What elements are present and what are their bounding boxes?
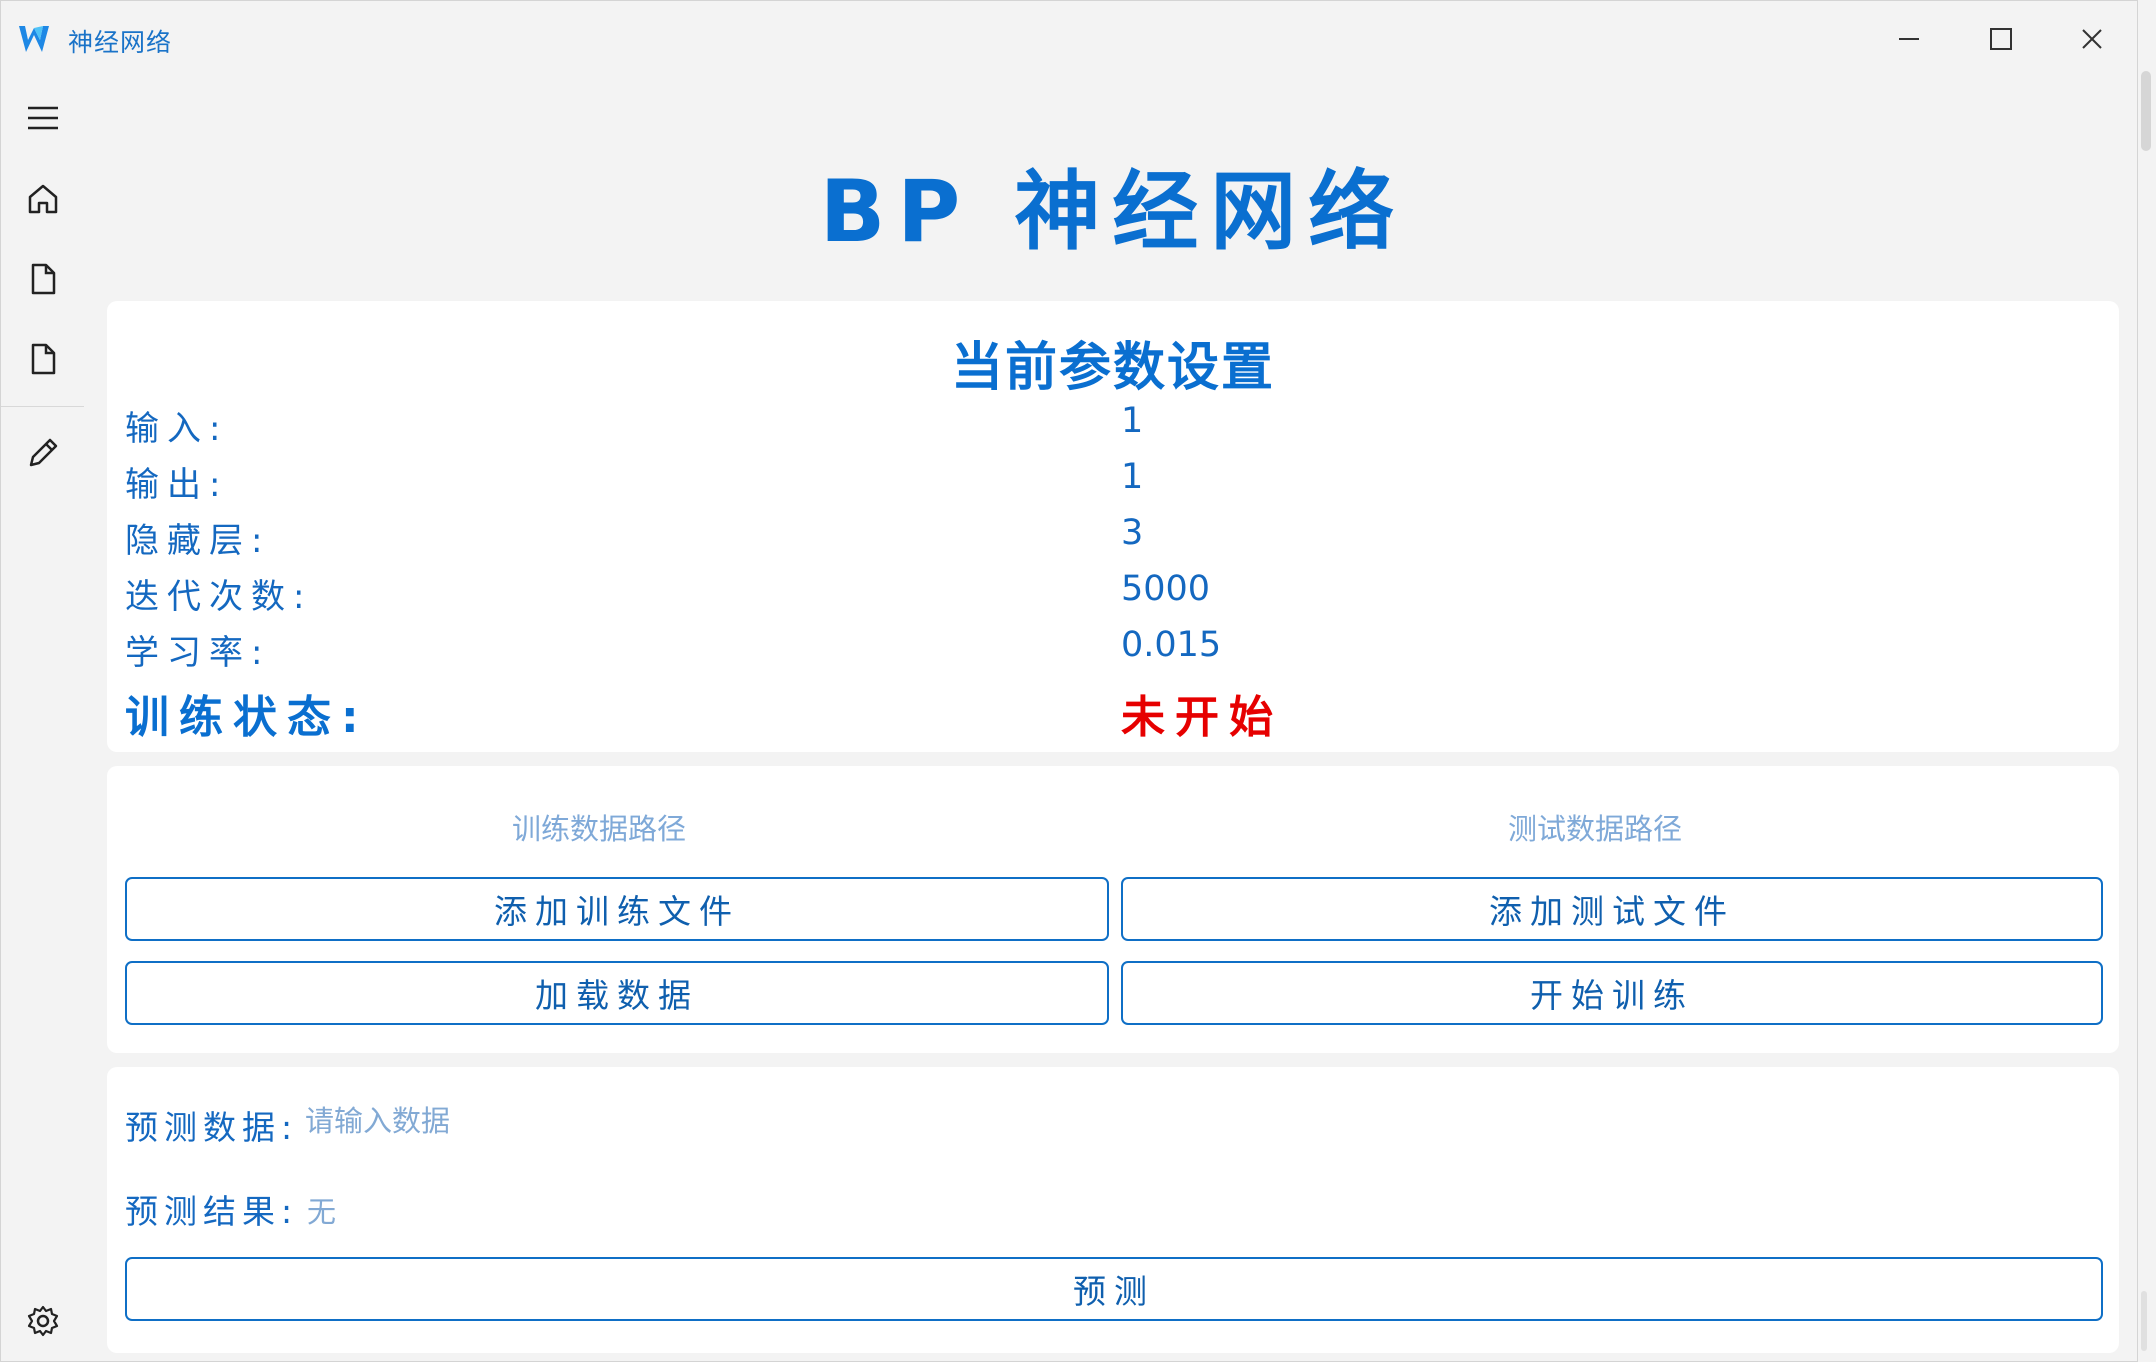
settings-button[interactable] [21,1299,65,1343]
menu-icon [28,106,58,130]
training-status-label: 训练状态: [125,692,369,743]
minimize-icon [1899,38,1919,40]
param-value-learning-rate: 0.015 [1121,625,1222,665]
document-icon [31,263,56,295]
app-logo-icon [19,26,49,52]
close-icon [2082,29,2102,49]
menu-toggle-button[interactable] [21,96,65,140]
navigation-pane [1,77,84,1362]
scrollbar-bottom[interactable] [2141,1291,2147,1351]
predict-data-label: 预测数据: [125,1108,299,1147]
minimize-button[interactable] [1889,21,1929,57]
page-title: BP 神经网络 [819,162,1407,262]
add-test-file-button[interactable]: 添加测试文件 [1121,877,2103,941]
predict-button[interactable]: 预测 [125,1257,2103,1321]
param-value-output: 1 [1121,457,1144,497]
param-value-iterations: 5000 [1121,569,1211,609]
param-label-output: 输出: [125,465,229,505]
maximize-button[interactable] [1981,21,2021,57]
add-train-file-button[interactable]: 添加训练文件 [125,877,1109,941]
training-status-value: 未开始 [1121,692,1283,743]
title-bar: 神经网络 [1,1,2137,77]
param-label-learning-rate: 学习率: [125,633,271,673]
nav-separator [1,406,84,407]
nav-item-document-2[interactable] [21,337,65,381]
pencil-icon [29,438,58,467]
train-path-label: 训练数据路径 [511,812,686,846]
gear-icon [27,1305,59,1337]
param-label-input: 输入: [125,409,229,449]
param-value-hidden-layers: 3 [1121,513,1144,553]
param-label-iterations: 迭代次数: [125,577,313,617]
params-heading: 当前参数设置 [950,338,1275,398]
document-icon [31,343,56,375]
nav-item-document-1[interactable] [21,257,65,301]
load-data-button[interactable]: 加载数据 [125,961,1109,1025]
maximize-icon [1990,28,2012,50]
param-value-input: 1 [1121,401,1144,441]
window-title: 神经网络 [68,28,173,57]
predict-result-label: 预测结果: [125,1192,299,1231]
predict-result-value: 无 [307,1195,337,1229]
test-path-label: 测试数据路径 [1507,812,1682,846]
files-card: 训练数据路径 测试数据路径 添加训练文件 添加测试文件 加载数据 开始训练 [107,766,2119,1053]
predict-card: 预测数据: 预测结果: 无 预测 [107,1067,2119,1353]
home-icon [28,184,58,214]
nav-item-home[interactable] [21,177,65,221]
scrollbar-thumb[interactable] [2141,71,2151,151]
predict-data-input[interactable] [305,1097,705,1145]
params-card: 当前参数设置 输入: 1 输出: 1 隐藏层: 3 迭代次数: 5000 学习率… [107,301,2119,752]
close-button[interactable] [2072,21,2112,57]
nav-item-edit[interactable] [21,431,65,475]
param-label-hidden-layers: 隐藏层: [125,521,271,561]
start-training-button[interactable]: 开始训练 [1121,961,2103,1025]
